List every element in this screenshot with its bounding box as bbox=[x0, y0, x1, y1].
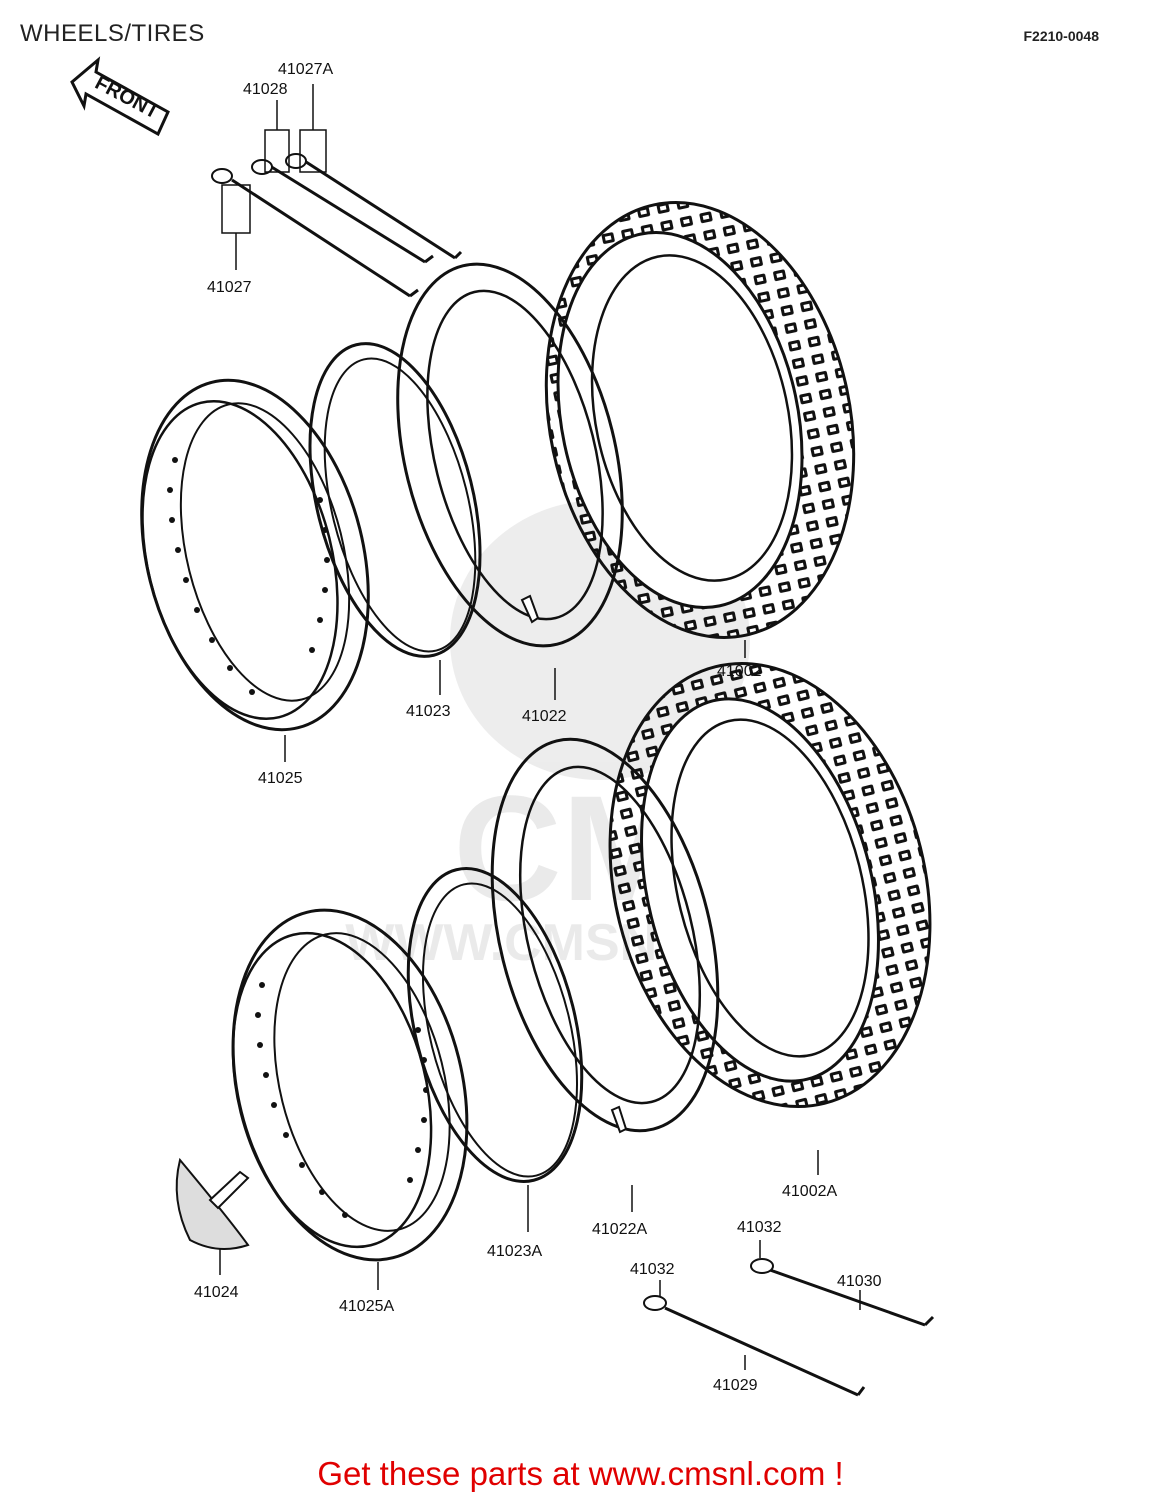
label-41002A: 41002A bbox=[782, 1183, 837, 1200]
rim-41025A bbox=[231, 908, 469, 1262]
label-41030: 41030 bbox=[837, 1273, 882, 1290]
spoke-nipple-icon bbox=[643, 1258, 774, 1311]
cta-link[interactable]: Get these parts at www.cmsnl.com ! bbox=[317, 1455, 844, 1492]
rim-41025 bbox=[140, 378, 370, 732]
tube-41022A bbox=[490, 737, 720, 1134]
spoke-nipple-icon bbox=[211, 153, 307, 184]
label-41032-lower: 41032 bbox=[630, 1261, 675, 1278]
front-direction-arrow-icon: FRONT bbox=[70, 56, 170, 137]
label-41023A: 41023A bbox=[487, 1243, 542, 1260]
leaders-upper bbox=[284, 640, 746, 762]
leaders-upper-spokes bbox=[221, 84, 327, 270]
leaders-lower bbox=[219, 1150, 861, 1370]
figure-code: F2210-0048 bbox=[1023, 28, 1099, 44]
label-41025: 41025 bbox=[258, 770, 303, 787]
label-41028: 41028 bbox=[243, 81, 288, 98]
rim-lock-41024-icon bbox=[175, 1157, 250, 1250]
part-labels: 41027A 41028 41027 41002 41023 41022 410… bbox=[194, 61, 882, 1394]
label-41024: 41024 bbox=[194, 1284, 239, 1301]
label-41023: 41023 bbox=[406, 703, 451, 720]
page-title: WHEELS/TIRES bbox=[20, 20, 205, 47]
label-41027: 41027 bbox=[207, 279, 252, 296]
label-41029: 41029 bbox=[713, 1377, 758, 1394]
label-41027A: 41027A bbox=[278, 61, 333, 78]
label-41022: 41022 bbox=[522, 708, 567, 725]
spokes-upper bbox=[231, 158, 463, 298]
rim-band-41023 bbox=[308, 342, 482, 658]
label-41002: 41002 bbox=[717, 663, 762, 680]
spokes-lower bbox=[664, 1268, 935, 1397]
label-41032-upper: 41032 bbox=[737, 1219, 782, 1236]
tube-41022 bbox=[396, 262, 624, 648]
label-41022A: 41022A bbox=[592, 1221, 647, 1238]
label-41025A: 41025A bbox=[339, 1298, 394, 1315]
